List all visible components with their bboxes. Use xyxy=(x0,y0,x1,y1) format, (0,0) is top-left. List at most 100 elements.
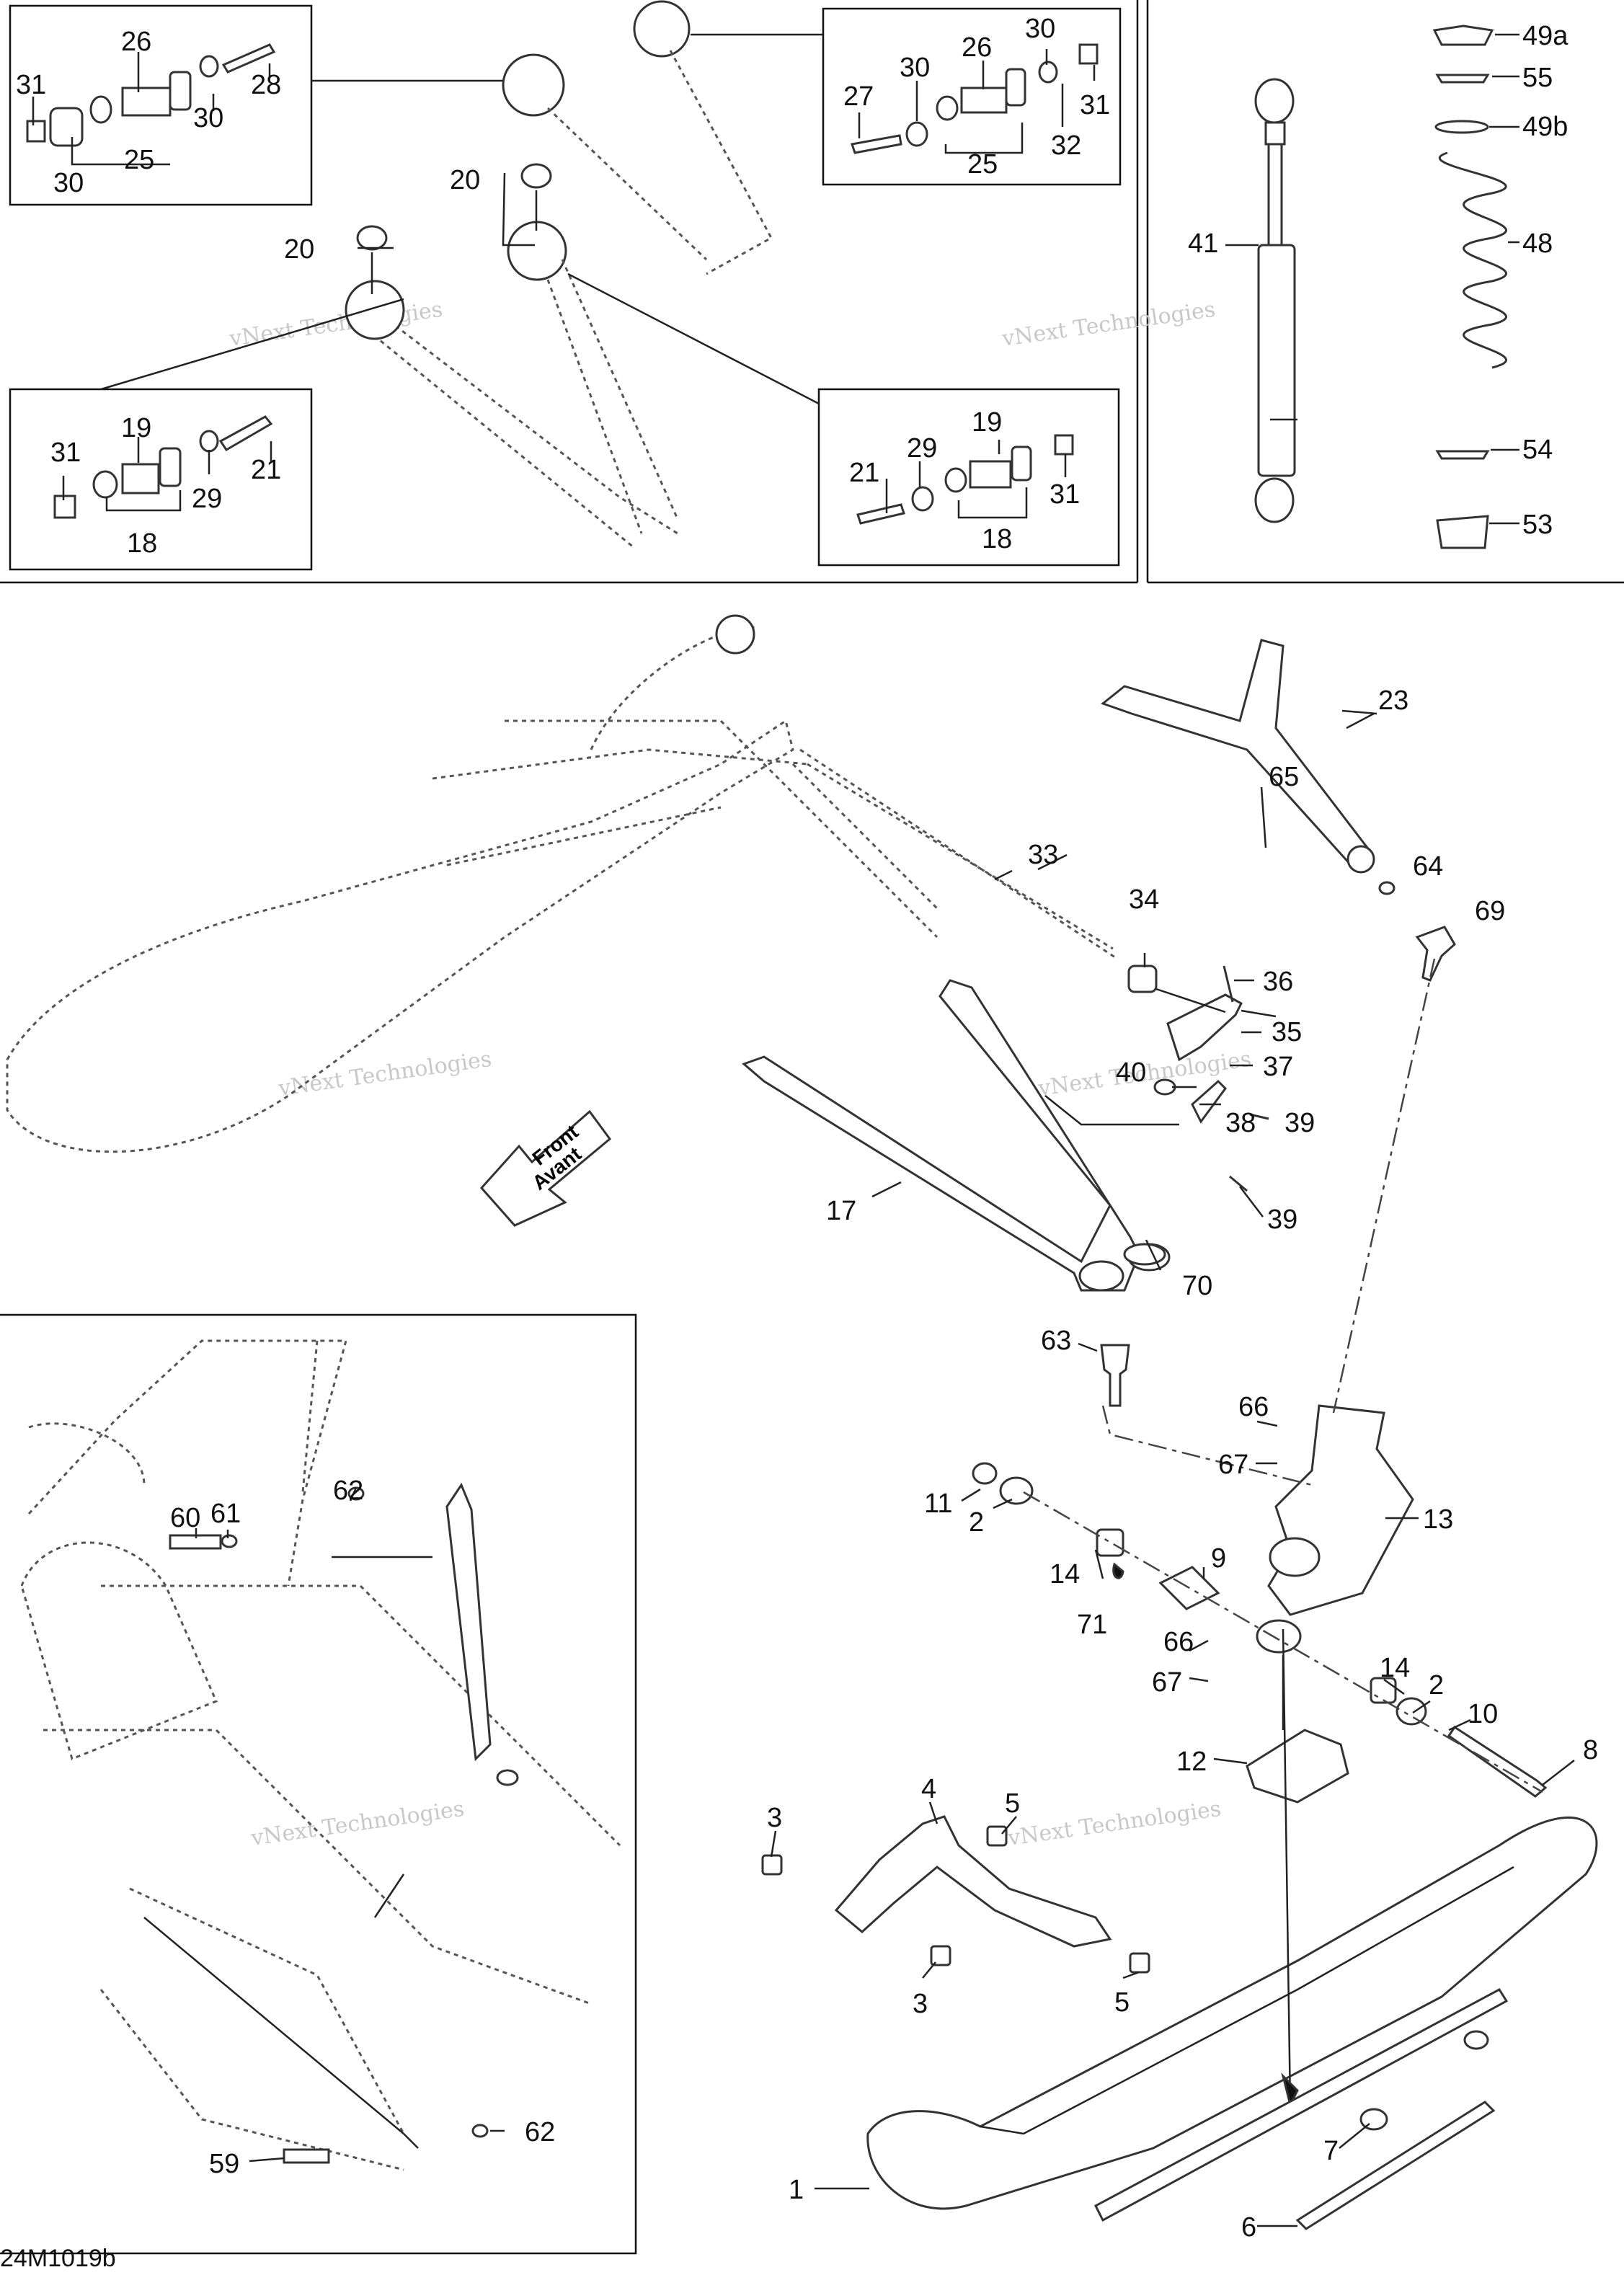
watermark-text-1: vNext Technologies xyxy=(227,297,444,352)
callout-14b: 14 xyxy=(1380,1653,1410,1683)
detail-box-upper-left-bushing xyxy=(9,4,313,206)
callout-67a: 67 xyxy=(1218,1450,1248,1480)
callout-14a: 14 xyxy=(1050,1559,1080,1589)
callout-31d: 31 xyxy=(1050,479,1080,510)
callout-67b: 67 xyxy=(1152,1667,1182,1698)
callout-38: 38 xyxy=(1225,1108,1256,1138)
callout-21b: 21 xyxy=(849,458,879,488)
document-code: 24M1019b xyxy=(0,2245,116,2272)
callout-6: 6 xyxy=(1241,2212,1256,2243)
callout-31a: 31 xyxy=(16,70,46,100)
steering-bracket-35 xyxy=(1044,964,1277,1192)
callout-21a: 21 xyxy=(251,455,281,485)
ski-handle-4 xyxy=(761,1815,1150,1974)
shock-absorber-assembly xyxy=(1225,25,1519,549)
runner-6 xyxy=(1094,1988,1509,2230)
detail-upper-right-parts xyxy=(851,43,1099,154)
a-arm-23 xyxy=(1100,639,1456,982)
callout-40: 40 xyxy=(1116,1057,1146,1088)
watermark-text-3: vNext Technologies xyxy=(276,1047,493,1101)
callout-3b: 3 xyxy=(913,1989,928,2019)
watermark-text-2: vNext Technologies xyxy=(1000,297,1217,352)
front-suspension-frame-detail xyxy=(20,1339,621,2171)
callout-28: 28 xyxy=(251,70,281,100)
ski-1 xyxy=(866,1628,1598,2210)
callout-17: 17 xyxy=(826,1196,856,1226)
callout-20a: 20 xyxy=(450,165,480,195)
front-direction-arrow: Front Avant xyxy=(479,1109,612,1227)
callout-70: 70 xyxy=(1182,1271,1212,1301)
callout-30a: 30 xyxy=(53,168,84,198)
callout-55: 55 xyxy=(1522,63,1553,93)
callout-12: 12 xyxy=(1176,1747,1207,1777)
spindle-hardware xyxy=(972,958,1548,1798)
callout-26b: 26 xyxy=(962,32,992,63)
callout-39b: 39 xyxy=(1267,1205,1297,1235)
watermark-text-6: vNext Technologies xyxy=(1006,1796,1223,1851)
callout-20b: 20 xyxy=(284,234,314,265)
callout-33: 33 xyxy=(1028,840,1058,870)
callout-31c: 31 xyxy=(50,438,81,468)
detail-box-front-suspension-frame xyxy=(0,1313,637,2255)
callout-7: 7 xyxy=(1323,2136,1339,2166)
detail-box-lower-left-bushing xyxy=(9,388,313,571)
callout-19a: 19 xyxy=(121,413,151,443)
callout-30b: 30 xyxy=(193,103,223,133)
callout-66b: 66 xyxy=(1163,1627,1194,1657)
callout-29a: 29 xyxy=(192,484,222,514)
callout-labels: 31 26 28 30 30 25 27 30 26 30 31 32 25 2… xyxy=(16,14,1598,2243)
tie-rod-33 xyxy=(807,763,1114,950)
callout-60: 60 xyxy=(170,1503,200,1533)
wear-pad-12 xyxy=(1246,1655,1349,1804)
callout-8: 8 xyxy=(1583,1735,1598,1765)
callout-10: 10 xyxy=(1468,1699,1498,1729)
callout-13: 13 xyxy=(1423,1504,1453,1535)
leader-lines xyxy=(32,49,1575,2227)
chassis-frame xyxy=(6,614,1118,1153)
callout-18b: 18 xyxy=(982,524,1012,554)
callout-5a: 5 xyxy=(1005,1788,1020,1819)
detail-box-lower-right-bushing xyxy=(817,388,1120,567)
callout-34: 34 xyxy=(1129,884,1159,915)
callout-64: 64 xyxy=(1413,851,1443,882)
callout-53: 53 xyxy=(1522,510,1553,540)
callout-3a: 3 xyxy=(767,1803,782,1833)
callout-11: 11 xyxy=(924,1489,952,1519)
callout-29b: 29 xyxy=(907,433,937,464)
detail-lower-left-parts xyxy=(53,415,273,519)
callout-36: 36 xyxy=(1263,967,1293,997)
upper-a-arm-overview xyxy=(100,0,823,549)
callout-62b: 62 xyxy=(525,2117,555,2147)
callout-26a: 26 xyxy=(121,27,151,57)
callout-49b: 49b xyxy=(1522,112,1568,142)
callout-1: 1 xyxy=(789,2175,804,2205)
callout-63: 63 xyxy=(1041,1326,1071,1356)
callout-5b: 5 xyxy=(1114,1987,1130,2018)
callout-25a: 25 xyxy=(124,145,154,175)
callout-27: 27 xyxy=(843,81,874,112)
callout-39a: 39 xyxy=(1284,1108,1315,1138)
callout-71: 71 xyxy=(1077,1610,1107,1640)
callout-25b: 25 xyxy=(967,149,998,179)
callout-23: 23 xyxy=(1378,686,1408,716)
callout-19b: 19 xyxy=(972,407,1002,438)
callout-62a: 62 xyxy=(333,1476,363,1506)
spring-48 xyxy=(1439,151,1507,369)
callout-30c: 30 xyxy=(900,53,930,83)
callout-66a: 66 xyxy=(1238,1392,1269,1422)
callout-65: 65 xyxy=(1269,762,1299,792)
detail-box-upper-right-bushing xyxy=(822,7,1122,186)
ball-joint-63 xyxy=(1100,1243,1166,1407)
callout-35: 35 xyxy=(1272,1017,1302,1047)
callout-49a: 49a xyxy=(1522,21,1568,51)
detail-upper-left-parts xyxy=(26,43,276,147)
callout-59: 59 xyxy=(209,2149,239,2179)
watermark-text-5: vNext Technologies xyxy=(249,1796,466,1851)
callout-2a: 2 xyxy=(969,1507,984,1538)
callout-31b: 31 xyxy=(1080,90,1110,120)
a-arm-17 xyxy=(742,979,1171,1292)
callout-69: 69 xyxy=(1475,896,1505,926)
callout-4: 4 xyxy=(921,1774,936,1804)
detail-lower-right-parts xyxy=(856,434,1074,525)
